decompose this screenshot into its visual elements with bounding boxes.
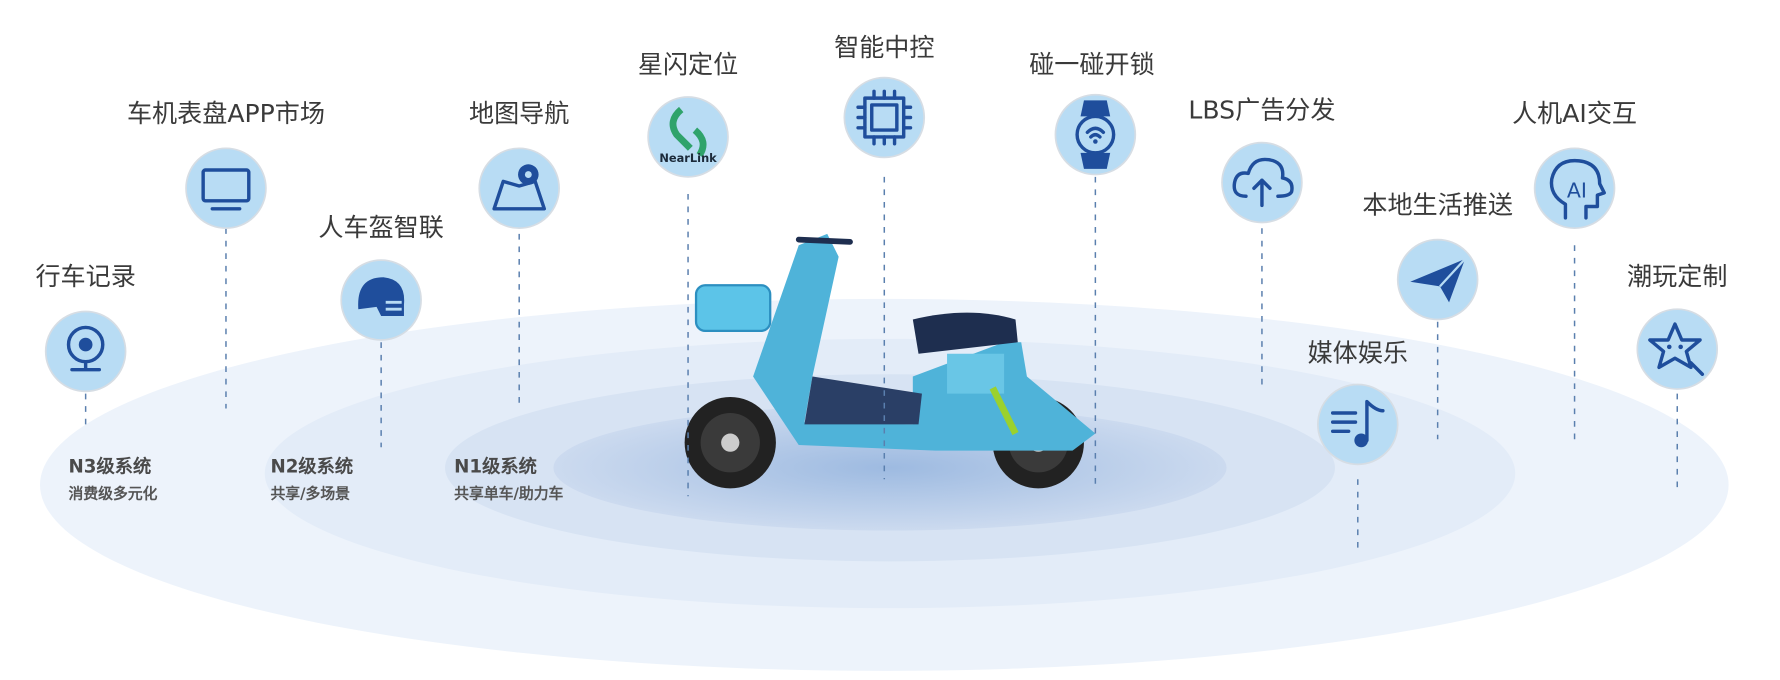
- level-title: N2级系统: [270, 455, 353, 477]
- svg-text:AI: AI: [1567, 178, 1587, 202]
- feature-label: 车机表盘APP市场: [127, 99, 325, 128]
- nearlink-icon: NearLink: [659, 106, 717, 165]
- map-pin-icon: [492, 164, 547, 211]
- chip-icon: [856, 89, 913, 146]
- cloud-upload-icon: [1232, 157, 1294, 208]
- feature-label: LBS广告分发: [1188, 96, 1335, 125]
- feature-7: 碰一碰开锁: [1029, 50, 1155, 491]
- feature-8: LBS广告分发: [1188, 96, 1335, 388]
- feature-label: 智能中控: [834, 33, 934, 62]
- nearlink-logo-text: NearLink: [659, 151, 717, 165]
- feature-5: 星闪定位 NearLink: [638, 50, 738, 497]
- scooter-image: [684, 233, 1096, 489]
- ai-head-icon: AI: [1549, 158, 1606, 220]
- webcam-icon: [66, 325, 105, 372]
- feature-label: 行车记录: [35, 262, 135, 291]
- helmet-icon: [358, 277, 405, 317]
- feature-2: 车机表盘APP市场: [127, 99, 325, 409]
- feature-12: 潮玩定制: [1627, 262, 1727, 491]
- level-n2: N2级系统 共享/多场景: [270, 455, 353, 502]
- feature-9: 本地生活推送: [1362, 190, 1513, 440]
- feature-label: 本地生活推送: [1362, 190, 1513, 219]
- level-n1: N1级系统 共享单车/助力车: [454, 455, 563, 502]
- feature-11: 媒体娱乐: [1308, 339, 1408, 548]
- feature-6: 智能中控: [834, 33, 934, 480]
- feature-10: 人机AI交互 AI: [1512, 99, 1637, 445]
- level-subtitle: 消费级多元化: [69, 485, 158, 503]
- level-title: N3级系统: [69, 455, 152, 477]
- feature-1: 行车记录: [35, 262, 136, 432]
- feature-label: 潮玩定制: [1627, 262, 1727, 291]
- monitor-icon: [201, 168, 251, 211]
- level-subtitle: 共享单车/助力车: [454, 485, 563, 503]
- feature-3: 人车盔智联: [318, 213, 444, 448]
- smartwatch-icon: [1075, 100, 1116, 169]
- level-title: N1级系统: [454, 455, 537, 477]
- feature-label: 地图导航: [469, 99, 569, 128]
- feature-label: 碰一碰开锁: [1029, 50, 1154, 79]
- icon-circle: [478, 147, 560, 230]
- feature-label: 人机AI交互: [1512, 99, 1637, 128]
- feature-label: 星闪定位: [638, 50, 738, 79]
- feature-4: 地图导航: [469, 99, 569, 409]
- icon-circle: [1316, 383, 1399, 466]
- level-subtitle: 共享/多场景: [270, 485, 350, 503]
- icon-circle: [185, 147, 267, 230]
- icon-circle: [1636, 308, 1719, 390]
- paper-plane-icon: [1410, 258, 1466, 303]
- feature-label: 人车盔智联: [318, 213, 443, 242]
- level-n3: N3级系统 消费级多元化: [69, 455, 158, 502]
- feature-label: 媒体娱乐: [1308, 339, 1408, 368]
- music-list-icon: [1330, 399, 1385, 448]
- icon-circle: [647, 96, 729, 178]
- star-toy-icon: [1648, 322, 1705, 376]
